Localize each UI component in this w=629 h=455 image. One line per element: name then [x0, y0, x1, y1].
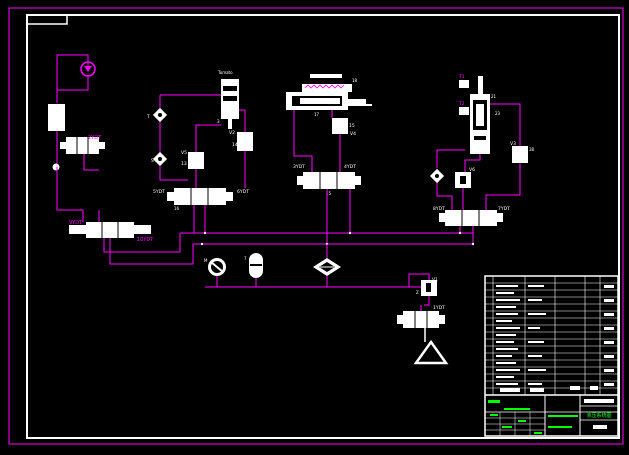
outer-frame: [8, 7, 624, 445]
label-10ydt: 10YDT: [137, 237, 154, 243]
filter-block: [48, 104, 65, 131]
horizontal-cylinder-head: [302, 84, 352, 92]
valve-5ydt: [174, 188, 226, 205]
clamp-group: V1 Z 1YDT: [397, 273, 449, 365]
svg-text:7: 7: [244, 256, 247, 261]
valve-9ydt: [86, 222, 134, 238]
svg-text:18: 18: [352, 78, 358, 83]
label-3ydt: 3YDT: [293, 164, 305, 170]
label-2ydt: 2YDT: [88, 135, 102, 141]
valve-3ydt: [303, 172, 355, 189]
label-7ydt: 7YDT: [498, 206, 510, 212]
svg-text:S: S: [151, 158, 154, 164]
main-lines: [180, 222, 475, 288]
right-cylinder-group: T1 T2 21 23 V3 38 V6 8YDT 7YDT: [429, 74, 535, 244]
label-t2: T2: [458, 101, 465, 107]
valve-v2: [237, 132, 253, 151]
svg-text:14: 14: [232, 142, 238, 148]
svg-text:3: 3: [217, 119, 220, 124]
svg-text:23: 23: [495, 111, 501, 116]
drawing-title: 液压系统图: [586, 412, 611, 419]
title-block: 液压系统图: [484, 275, 619, 437]
svg-text:21: 21: [491, 94, 497, 99]
label-v5: V5: [181, 150, 187, 156]
svg-text:13: 13: [181, 161, 187, 167]
drawing-border: [26, 14, 620, 439]
valve-v4: [332, 118, 348, 134]
svg-text:38: 38: [529, 147, 535, 152]
left-pump-group: 2YDT: [48, 54, 105, 222]
label-4ydt: 4YDT: [344, 164, 356, 170]
svg-text:Z: Z: [416, 290, 419, 295]
svg-text:Tomato: Tomato: [217, 70, 233, 75]
valve-1ydt-bottom: [403, 311, 439, 328]
valve-7ydt: [445, 210, 497, 226]
valve-9ydt-group: 9YDT 10YDT: [69, 210, 194, 265]
label-t1: T1: [458, 74, 465, 80]
junction-node: [52, 163, 60, 171]
svg-text:T: T: [146, 114, 150, 120]
center-left-cylinder-group: T S V5 13 Tomato 3 V2 14 5YDT 6YDT 16: [146, 70, 253, 233]
label-v3: V3: [510, 141, 516, 147]
label-9ydt: 9YDT: [69, 220, 83, 226]
label-v2: V2: [229, 130, 235, 136]
bottom-components: M 7: [204, 253, 341, 287]
label-6ydt: 6YDT: [237, 189, 249, 195]
label-1ydt: 1YDT: [433, 305, 445, 311]
label-v6: V6: [469, 167, 475, 173]
corner-tab: [26, 14, 68, 25]
valve-1ydt: [66, 137, 99, 154]
center-cylinder-group: 18 17 15 V4 3YDT 4YDT 15: [286, 74, 372, 244]
svg-text:15: 15: [326, 191, 332, 196]
label-v1: V1: [432, 277, 438, 283]
label-v4: V4: [350, 131, 356, 137]
label-8ydt: 8YDT: [433, 206, 445, 212]
svg-text:M: M: [204, 258, 208, 263]
svg-text:16: 16: [174, 206, 180, 211]
label-5ydt: 5YDT: [153, 189, 165, 195]
svg-text:17: 17: [314, 112, 320, 117]
parts-list: [485, 276, 618, 395]
svg-text:15: 15: [349, 123, 355, 129]
valve-v3: [512, 146, 528, 163]
tank-symbol: [413, 339, 449, 365]
valve-v5: [188, 152, 204, 169]
